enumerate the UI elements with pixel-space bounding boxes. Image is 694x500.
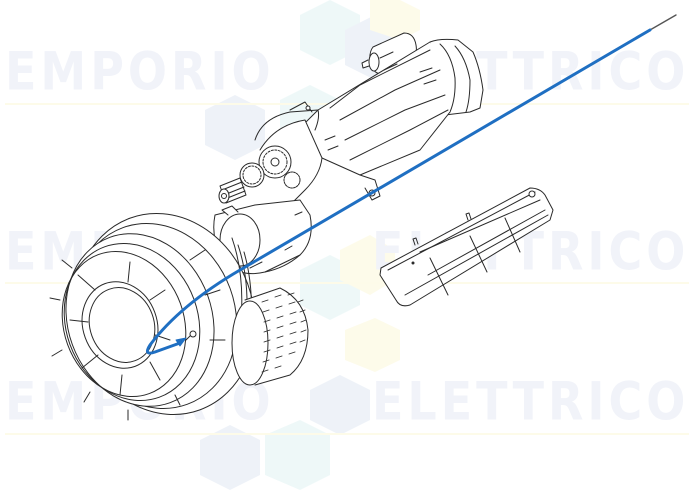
adapter-ring	[231, 287, 309, 386]
housing-collar	[213, 199, 312, 275]
cover-plate	[379, 187, 554, 307]
release-cable	[145, 14, 677, 355]
drive-pulley	[49, 213, 256, 421]
gear-train	[218, 145, 301, 204]
motor-unit	[254, 32, 484, 213]
